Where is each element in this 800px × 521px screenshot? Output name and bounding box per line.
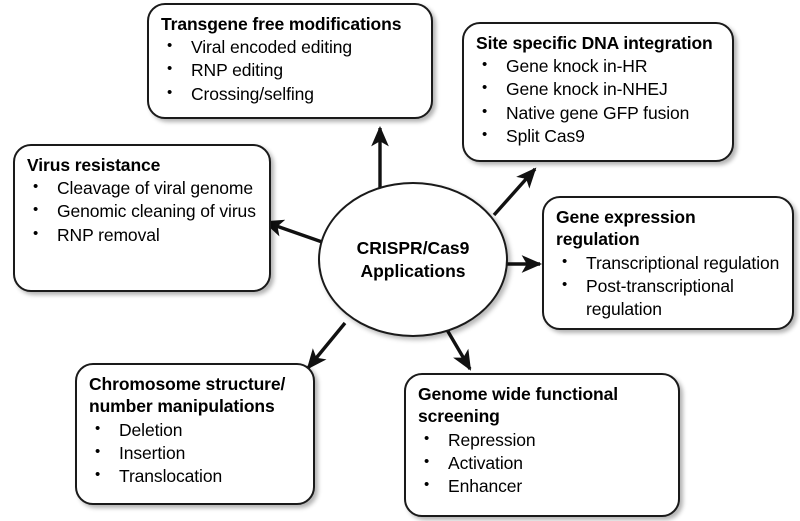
- list-item: RNP removal: [27, 223, 259, 247]
- list-item: Gene knock in-HR: [476, 54, 722, 78]
- node-title: Site specific DNA integration: [476, 33, 713, 53]
- list-item: RNP editing: [161, 58, 421, 82]
- node-bullet-list: Repression Activation Enhancer: [418, 428, 668, 498]
- node-bullet-list: Cleavage of viral genome Genomic cleanin…: [27, 176, 259, 247]
- node-bullet-list: Transcriptional regulation Post-transcri…: [556, 251, 782, 321]
- list-item: Cleavage of viral genome: [27, 176, 259, 200]
- list-item: Deletion: [89, 418, 303, 442]
- node-title: Virus resistance: [27, 155, 161, 175]
- list-item: Transcriptional regulation: [556, 251, 782, 275]
- list-item: Post-transcriptional regulation: [556, 274, 782, 321]
- node-virus-resistance[interactable]: Virus resistance Cleavage of viral genom…: [13, 144, 271, 292]
- list-item: Translocation: [89, 464, 303, 488]
- node-bullet-list: Viral encoded editing RNP editing Crossi…: [161, 35, 421, 106]
- node-title: Transgene free modifications: [161, 14, 402, 34]
- list-item: Viral encoded editing: [161, 35, 421, 59]
- node-transgene-free-modifications[interactable]: Transgene free modifications Viral encod…: [147, 3, 433, 119]
- list-item: Insertion: [89, 441, 303, 465]
- center-node-title-line1: CRISPR/Cas9: [356, 237, 470, 258]
- list-item: Activation: [418, 451, 668, 475]
- node-bullet-list: Deletion Insertion Translocation: [89, 418, 303, 488]
- list-item: Split Cas9: [476, 124, 722, 148]
- list-item: Repression: [418, 428, 668, 452]
- list-item: Gene knock in-NHEJ: [476, 77, 722, 101]
- node-title: Chromosome structure/ number manipulatio…: [89, 374, 286, 417]
- arrow-to-site-specific-dna-integration: [492, 167, 537, 217]
- arrow-to-chromosome-structure: [306, 321, 347, 370]
- node-genome-wide-functional-screening[interactable]: Genome wide functional screening Repress…: [404, 373, 680, 517]
- list-item: Enhancer: [418, 474, 668, 498]
- node-gene-expression-regulation[interactable]: Gene expression regulation Transcription…: [542, 196, 794, 330]
- center-node-title-line2: Applications: [360, 260, 466, 281]
- center-node-crispr-cas9-applications[interactable]: CRISPR/Cas9 Applications: [318, 182, 508, 337]
- list-item: Genomic cleaning of virus: [27, 199, 259, 223]
- node-site-specific-dna-integration[interactable]: Site specific DNA integration Gene knock…: [462, 22, 734, 162]
- list-item: Native gene GFP fusion: [476, 101, 722, 125]
- arrow-to-virus-resistance: [263, 219, 326, 245]
- node-chromosome-structure-number-manipulations[interactable]: Chromosome structure/ number manipulatio…: [75, 363, 315, 505]
- node-title: Gene expression regulation: [556, 207, 696, 250]
- node-bullet-list: Gene knock in-HR Gene knock in-NHEJ Nati…: [476, 54, 722, 148]
- list-item: Crossing/selfing: [161, 82, 421, 106]
- node-title: Genome wide functional screening: [418, 384, 619, 427]
